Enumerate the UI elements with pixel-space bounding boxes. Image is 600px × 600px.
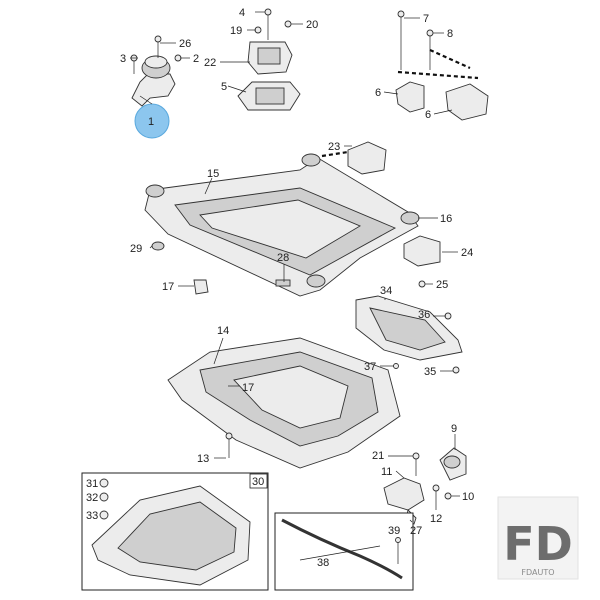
callout-35[interactable]: 35 <box>424 366 436 378</box>
callout-19[interactable]: 19 <box>230 25 242 37</box>
splash-shield-part <box>355 295 463 374</box>
callout-21[interactable]: 21 <box>372 450 384 462</box>
callout-2[interactable]: 2 <box>193 53 199 65</box>
underbody-tray-part <box>167 337 401 469</box>
fdauto-watermark-logo: FD FDAUTO <box>497 496 579 580</box>
callout-12[interactable]: 12 <box>430 513 442 525</box>
callout-29[interactable]: 29 <box>130 243 142 255</box>
callout-6-left[interactable]: 6 <box>375 87 381 99</box>
callout-14[interactable]: 14 <box>217 325 229 337</box>
callout-17-tray[interactable]: 17 <box>242 382 254 394</box>
upper-bracket-part <box>237 8 301 111</box>
callout-25[interactable]: 25 <box>436 279 448 291</box>
callout-37[interactable]: 37 <box>364 361 376 373</box>
callout-39[interactable]: 39 <box>388 525 400 537</box>
engine-mount-part <box>130 35 182 107</box>
inset-box-underbody <box>81 472 269 591</box>
callout-28[interactable]: 28 <box>277 252 289 264</box>
callout-24[interactable]: 24 <box>461 247 473 259</box>
callout-26[interactable]: 26 <box>179 38 191 50</box>
callout-9[interactable]: 9 <box>451 423 457 435</box>
callout-17-subframe[interactable]: 17 <box>162 281 174 293</box>
subframe-bracket-parts <box>151 141 441 295</box>
callout-27[interactable]: 27 <box>410 525 422 537</box>
callout-38[interactable]: 38 <box>317 557 329 569</box>
subframe-part <box>144 153 420 297</box>
callout-32[interactable]: 32 <box>86 492 98 504</box>
callout-33[interactable]: 33 <box>86 510 98 522</box>
callout-36[interactable]: 36 <box>418 309 430 321</box>
callout-22[interactable]: 22 <box>204 57 216 69</box>
right-mount-bracket-part <box>395 10 489 121</box>
callout-10[interactable]: 10 <box>462 491 474 503</box>
callout-20[interactable]: 20 <box>306 19 318 31</box>
callout-31[interactable]: 31 <box>86 478 98 490</box>
watermark-caption: FDAUTO <box>521 568 554 577</box>
callout-4[interactable]: 4 <box>239 7 245 19</box>
callout-6-right[interactable]: 6 <box>425 109 431 121</box>
watermark-logo-text: FD <box>503 517 573 571</box>
callout-7[interactable]: 7 <box>423 13 429 25</box>
callout-labels: 1 2 3 4 5 6 6 7 8 9 10 11 12 13 14 15 16… <box>86 7 474 569</box>
callout-34[interactable]: 34 <box>380 285 392 297</box>
callout-11[interactable]: 11 <box>381 466 392 478</box>
callout-13[interactable]: 13 <box>197 453 209 465</box>
callout-5[interactable]: 5 <box>221 81 227 93</box>
callout-16[interactable]: 16 <box>440 213 452 225</box>
callout-8[interactable]: 8 <box>447 28 453 40</box>
leader-lines <box>130 11 460 561</box>
callout-23[interactable]: 23 <box>328 141 340 153</box>
callout-15[interactable]: 15 <box>207 168 219 180</box>
callout-1[interactable]: 1 <box>148 116 154 128</box>
inset-box-seal-strip <box>274 512 414 591</box>
callout-30[interactable]: 30 <box>252 476 264 488</box>
callout-3[interactable]: 3 <box>120 53 126 65</box>
